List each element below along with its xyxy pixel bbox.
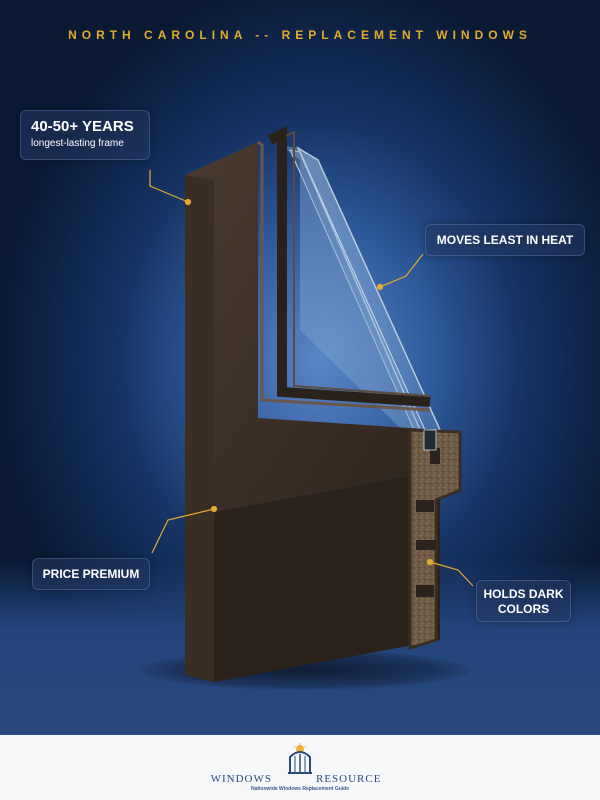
frame-depth — [185, 470, 440, 682]
frame-sash-groove — [267, 125, 431, 407]
window-logo-icon — [288, 743, 312, 774]
callout-lifespan-subtext: longest-lasting frame — [31, 138, 124, 149]
callout-lifespan-headline: 40-50+ YEARS — [31, 118, 134, 135]
sun-icon — [293, 743, 307, 753]
callout-colors-line2: COLORS — [497, 602, 550, 616]
frame-sash-edge — [285, 130, 431, 397]
callout-lifespan: 40-50+ YEARS longest-lasting frame — [20, 110, 150, 160]
frame-cross-section — [408, 428, 462, 651]
page-title: NORTH CAROLINA -- REPLACEMENT WINDOWS — [68, 28, 532, 42]
callout-heat: MOVES LEAST IN HEAT — [425, 224, 585, 256]
leader-lines — [149, 170, 474, 587]
frame-rebate-line — [257, 140, 431, 412]
callout-price: PRICE PREMIUM — [32, 558, 150, 590]
callout-colors-line1: HOLDS DARK — [483, 587, 564, 601]
footer: WINDOWS RESOURCE Nationwide Windows Repl… — [0, 735, 600, 800]
window-frame-illustration — [149, 125, 474, 682]
brand-right: RESOURCE — [316, 773, 382, 785]
glass-area — [280, 145, 420, 430]
brand-tagline: Nationwide Windows Replacement Guide — [250, 786, 350, 792]
frame-face — [185, 142, 440, 512]
callout-colors: HOLDS DARK COLORS — [476, 580, 571, 622]
brand-left: WINDOWS — [210, 773, 272, 785]
frame-side — [185, 175, 214, 682]
